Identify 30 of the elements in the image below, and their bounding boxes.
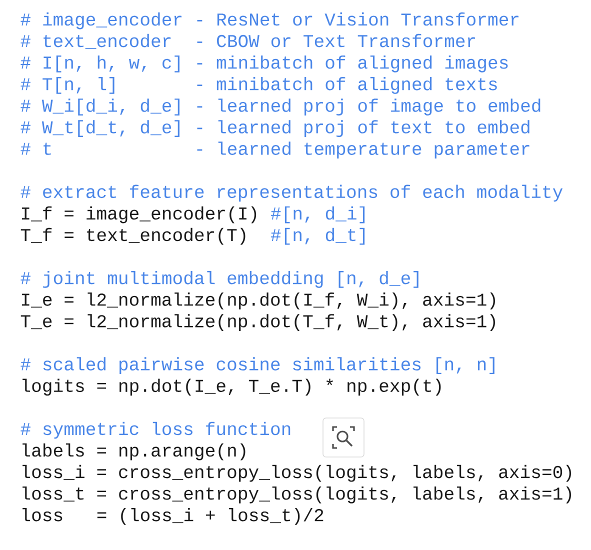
code-comment: # joint multimodal embedding [n, d_e] [20,270,418,288]
code-comment: - learned temperature parameter [197,142,530,159]
code-line: loss [22,508,62,522]
code-line: I_f = image_encoder(I) [22,206,256,224]
code-line: T_e = l2_normalize(np.dot(T_f, W_t), axis=1) [20,314,495,331]
code-line: I_e = l2_normalize(np.dot(I_f, W_i), axis=1) [22,292,495,310]
code-comment: # scaled pairwise cosine similarities [n, n] [20,357,494,374]
code-comment: # text_encoder [20,34,171,49]
code-comment: #[n, d_t] [270,228,365,245]
code-line: logits = np.dot(I_e, T_e.T) * np.exp(t) [22,378,441,396]
code-comment: # W_i[d_i, d_e] [20,98,180,116]
code-line: labels = np.arange(n) [22,443,246,460]
code-comment: # symmetric loss function [20,422,290,439]
code-line: loss_t = cross_entropy_loss(logits, labels, axis=1) [22,486,572,504]
code-line: loss_i = cross_entropy_loss(logits, labels, axis=0) [22,464,572,482]
code-comment: - minibatch of aligned images [197,55,508,72]
code-comment: #[n, d_i] [270,206,365,224]
code-comment: # W_t[d_t, d_e] [20,120,180,137]
code-comment: # extract feature representations of each modality [20,184,563,202]
code-comment: - learned proj of image to embed [197,98,540,116]
code-comment: # image_encoder [20,12,182,30]
code-comment: # t [20,142,51,155]
code-line: = (loss_i + loss_t)/2 [97,508,324,525]
code-comment: - ResNet or Vision Transformer [197,12,518,26]
code-comment: # T[n, l] [20,77,114,94]
code-comment: # I[n, h, w, c] [20,55,180,72]
code-comment: - minibatch of aligned texts [197,77,497,94]
code-line: T_f = text_encoder(T) [20,228,246,245]
code-comment: - learned proj of text to embed [197,120,530,137]
code-comment: - CBOW or Text Transformer [197,34,476,48]
